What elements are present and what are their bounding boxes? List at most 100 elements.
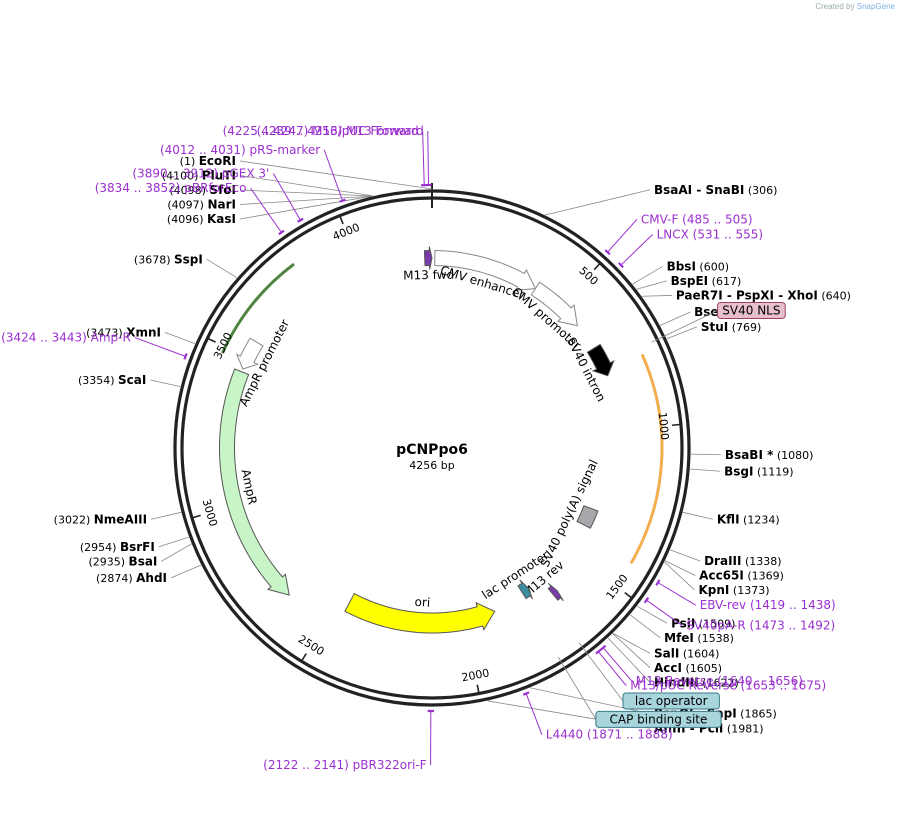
tick-3500 [207,337,216,343]
primer-line-l4440 [525,693,543,735]
tick-2500 [301,653,307,661]
site-acc65i: Acc65I (1369) [699,568,784,582]
feature-m13-fwd [423,246,433,270]
site-kpni: KpnI (1373) [699,583,770,597]
snapgene-logo: SnapGene [856,2,895,11]
primer-line-m13-puc-reverse [598,651,627,687]
feature-lac-promoter [517,579,533,600]
feature-m13-rev [547,582,564,602]
primer-pbr322ori-f: (2122 .. 2141) pBR322ori-F [263,758,427,772]
primer-mark-m13-puc-reverse [595,648,602,655]
site-scai: (3354) ScaI [78,373,146,387]
plasmid-size: 4256 bp [409,459,454,472]
tick-label-2000: 2000 [461,666,491,684]
primer-l4440: L4440 (1871 .. 1888) [546,728,673,742]
tick-1000 [671,423,680,427]
site-line-bsaai-snabi [544,189,651,216]
site-bsai: (2935) BsaI [88,554,157,568]
tick-label-3500: 3500 [211,330,235,361]
primer-mark-pbrforeco [278,229,285,236]
primer-m13-reverse: M13 Reverse (1640 .. 1656) [636,674,803,688]
site-line-nmeaiii [151,511,182,520]
primer-line-cmv-f [607,219,638,253]
site-draiii: DraIII (1338) [704,554,781,568]
site-line-bspei [636,280,667,290]
boxed-cap-binding-site: CAP binding site [610,712,708,726]
primer-lncx: LNCX (531 .. 555) [657,227,764,241]
primer-line-pbrforeco [250,187,282,233]
site-line-mfei [629,614,661,639]
tick-1500 [624,591,632,599]
primer-line-m13-puc-forward [422,131,425,186]
site-bsabi: BsaBI * (1080) [725,448,814,462]
site-line-kasi [239,195,372,220]
boxed-lac-operator: lac operator [635,694,708,708]
primer-m13-puc-reverse: M13/pUC Reverse (1653 .. 1675) [630,679,826,693]
primer-amp-r: (3424 .. 3443) Amp-R [1,331,131,345]
site-line-xmni [164,331,196,344]
site-bsaai-snabi: BsaAI - SnaBI (306) [654,183,777,197]
region-arc-1 [629,353,664,565]
site-line-paer7i-pspxi-xhoi [641,295,672,297]
site-ecori: (1) EcoRI [180,154,236,168]
site-pluti: (4100) PluTI [162,169,236,183]
primer-mark-amp-r [183,353,188,360]
site-line-pluti [239,175,373,197]
site-paer7i-pspxi-xhoi: PaeR7I - PspXI - XhoI (640) [676,288,851,302]
boxed-bg-lac-operator [622,692,720,710]
plasmid-name: pCNPpo6 [396,442,468,458]
primer-cmv-f: CMV-F (485 .. 505) [641,212,753,226]
site-line-bseri [659,311,691,326]
site-xmni: (3473) XmnI [86,325,161,339]
feature-ampr-promoter [235,337,264,370]
site-line-sfoi [239,189,373,197]
boxed-line-lac-operator [578,642,624,702]
feature-ori [344,592,496,634]
primer-line-amp-r [134,337,186,357]
site-line-bsai [161,543,192,562]
primer-pbrforeco: (3834 .. 3852) pBRforEco [95,181,247,195]
site-hindiii: HindIII (1622) [654,675,739,689]
feature-ampr [219,368,290,596]
site-sfoi: (4098) SfoI [169,183,236,197]
boxed-bg-cap-binding-site [595,710,722,728]
boxed-bg-sv40-nls [717,301,786,319]
tick-label-2500: 2500 [296,633,327,659]
site-line-sspi [206,258,238,279]
site-sali: SalI (1604) [654,646,719,660]
primer-line-pgex-3 [272,173,301,221]
site-acci: AccI (1605) [654,661,722,675]
primer-line-sv40pa-r [646,599,683,627]
site-line-acc65i [665,560,696,576]
credit-prefix: Created by [815,2,855,11]
feature-sv40-intron [586,343,615,377]
site-line-bsgi [690,468,721,472]
primer-m13-puc-forward: (4225 .. 4247) M13/pUC Forward [223,124,419,138]
feature-label-m13-fwd: M13 fwd [403,268,454,283]
credit: Created by SnapGene [815,2,895,11]
tick-label-1000: 1000 [656,412,672,441]
boxed-sv40-nls: SV40 NLS [722,303,780,317]
primer-mark-pgex-3 [297,217,304,223]
site-line-bsrfi [158,536,189,548]
site-line-ahdi [170,564,202,579]
site-line-kpni [664,561,695,591]
primer-line-m13-reverse [602,647,633,682]
site-line-sali [612,632,651,654]
site-line-scai [150,379,181,388]
site-bsrfi: (2954) BsrFI [80,540,155,554]
site-psii: PsiI (1509) [671,616,735,630]
feature-cmv-promoter [530,281,578,327]
site-line-hindiii [607,637,651,683]
primer-line-lncx [620,234,653,266]
primer-mark-lncx [618,262,624,269]
primer-prs-marker: (4012 .. 4031) pRS-marker [160,143,320,157]
primer-line-m13-forward [427,131,430,186]
site-kasi: (4096) KasI [167,212,236,226]
site-ahdi: (2874) AhdI [96,571,167,585]
site-line-acci [612,633,651,669]
site-nmeaiii: (3022) NmeAIII [54,512,147,526]
feature-sv40-poly-a-signal [576,505,599,529]
primer-sv40pa-r: SV40pA-R (1473 .. 1492) [686,619,835,633]
primer-mark-cmv-f [604,249,611,256]
